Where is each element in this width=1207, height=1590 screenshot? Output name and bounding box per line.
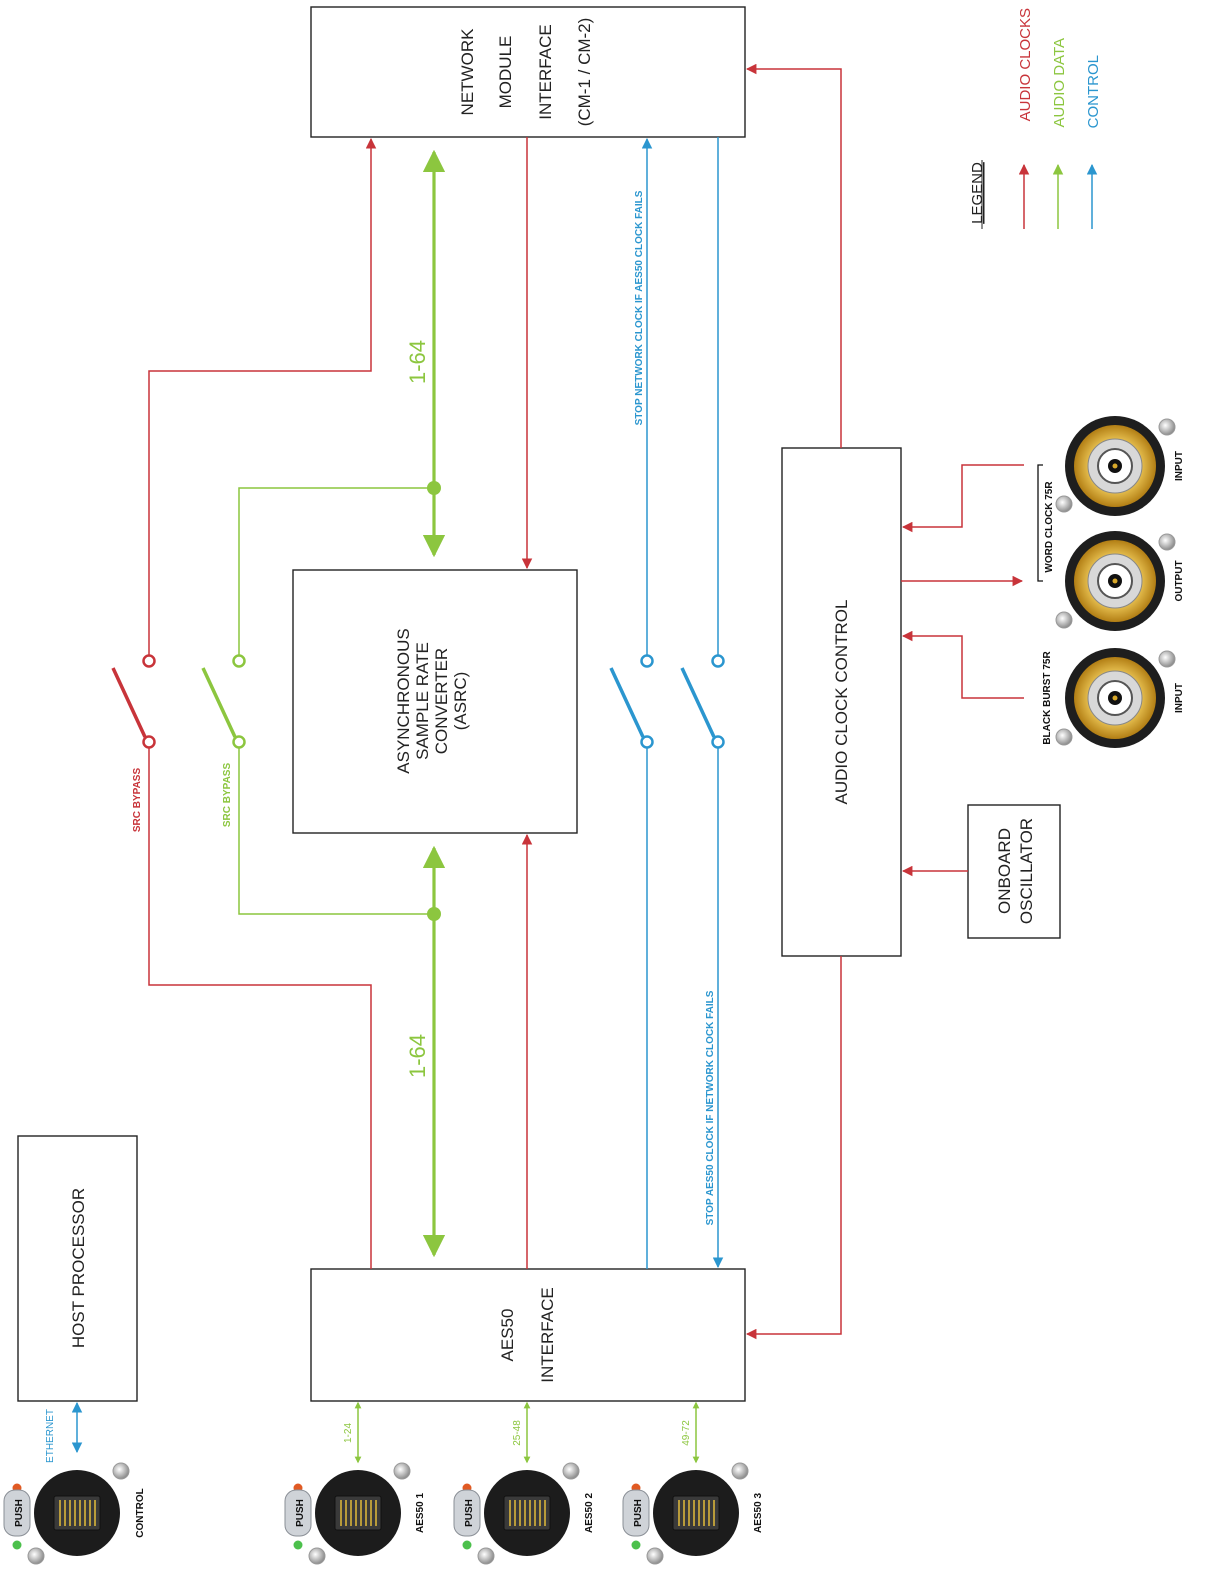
- bnc-3-label: INPUT: [1174, 683, 1185, 713]
- bnc-2-label: OUTPUT: [1174, 560, 1185, 601]
- push-label-aes50-1: PUSH: [295, 1499, 306, 1527]
- rj45-connectors: PUSH CONTROL PUSH: [3, 1462, 764, 1565]
- stop-network-clock-label: STOP NETWORK CLOCK IF AES50 CLOCK FAILS: [634, 190, 645, 425]
- push-label-aes50-2: PUSH: [464, 1499, 475, 1527]
- legend-title: LEGEND: [969, 162, 986, 224]
- audio-clock-control-box: AUDIO CLOCK CONTROL: [781, 447, 902, 957]
- legend-control: CONTROL: [1085, 55, 1102, 128]
- asrc-line-4: (ASRC): [451, 672, 470, 731]
- aes50-interface-line-2: INTERFACE: [538, 1287, 557, 1382]
- aes50-interface-box: AES50 INTERFACE: [310, 1268, 746, 1402]
- rj45-connector-aes50-2: PUSH AES50 2: [453, 1462, 595, 1565]
- network-module-line-3: INTERFACE: [536, 24, 555, 119]
- bnc-connector-word-clock-output: [1055, 531, 1176, 631]
- oscillator-line-2: OSCILLATOR: [1017, 818, 1036, 924]
- aes50-2-channels-label: 25-48: [512, 1420, 523, 1446]
- asrc-line-2: SAMPLE RATE: [413, 642, 432, 760]
- rj45-control-label: CONTROL: [135, 1488, 146, 1537]
- bnc-1-label: INPUT: [1174, 451, 1185, 481]
- black-burst-label: BLACK BURST 75R: [1042, 651, 1053, 745]
- aes50-port-links: [354, 1401, 700, 1464]
- asrc-box: ASYNCHRONOUS SAMPLE RATE CONVERTER (ASRC…: [292, 569, 578, 834]
- legend-audio-data: AUDIO DATA: [1051, 38, 1068, 127]
- network-module-box: NETWORK MODULE INTERFACE (CM-1 / CM-2): [310, 6, 746, 138]
- aes50-interface-line-1: AES50: [498, 1309, 517, 1362]
- src-bypass-green-label: SRC BYPASS: [222, 763, 233, 828]
- legend: LEGEND AUDIO CLOCKS AUDIO DATA CONTROL: [969, 8, 1102, 229]
- word-clock-label: WORD CLOCK 75R: [1044, 481, 1055, 573]
- rj45-aes50-1-label: AES50 1: [415, 1493, 426, 1533]
- asrc-line-3: CONVERTER: [432, 648, 451, 754]
- audio-clock-paths: [111, 63, 1024, 1340]
- rj45-aes50-2-label: AES50 2: [584, 1493, 595, 1533]
- network-module-line-2: MODULE: [496, 36, 515, 109]
- rj45-aes50-3-label: AES50 3: [753, 1493, 764, 1533]
- bnc-connector-word-clock-input: [1055, 416, 1176, 516]
- rj45-connector-control: PUSH CONTROL: [3, 1462, 146, 1565]
- network-module-line-4: (CM-1 / CM-2): [575, 18, 594, 127]
- ethernet-label: ETHERNET: [45, 1409, 56, 1463]
- oscillator-line-1: ONBOARD: [995, 828, 1014, 914]
- aes50-3-channels-label: 49-72: [681, 1420, 692, 1446]
- control-paths: [71, 137, 725, 1454]
- bnc-connectors: WORD CLOCK 75R BLACK BURST 75R INPUT OUT…: [1037, 416, 1185, 748]
- src-bypass-red-label: SRC BYPASS: [132, 768, 143, 833]
- bnc-connector-black-burst-input: [1055, 648, 1176, 748]
- audio-clock-control-label: AUDIO CLOCK CONTROL: [832, 600, 851, 805]
- audio-data-paths: [201, 149, 446, 1258]
- channels-top-label: 1-64: [405, 340, 430, 384]
- asrc-line-1: ASYNCHRONOUS: [394, 628, 413, 773]
- rj45-connector-aes50-3: PUSH AES50 3: [622, 1462, 764, 1565]
- host-processor-label: HOST PROCESSOR: [69, 1188, 88, 1348]
- stop-aes50-clock-label: STOP AES50 CLOCK IF NETWORK CLOCK FAILS: [705, 990, 716, 1225]
- rj45-connector-aes50-1: PUSH AES50 1: [284, 1462, 426, 1565]
- onboard-oscillator-box: ONBOARD OSCILLATOR: [967, 804, 1061, 939]
- host-processor-box: HOST PROCESSOR: [17, 1135, 138, 1402]
- push-label-aes50-3: PUSH: [633, 1499, 644, 1527]
- legend-audio-clocks: AUDIO CLOCKS: [1017, 8, 1034, 121]
- aes50-1-channels-label: 1-24: [343, 1423, 354, 1443]
- network-module-line-1: NETWORK: [458, 28, 477, 116]
- push-label-control: PUSH: [14, 1499, 25, 1527]
- channels-bottom-label: 1-64: [405, 1034, 430, 1078]
